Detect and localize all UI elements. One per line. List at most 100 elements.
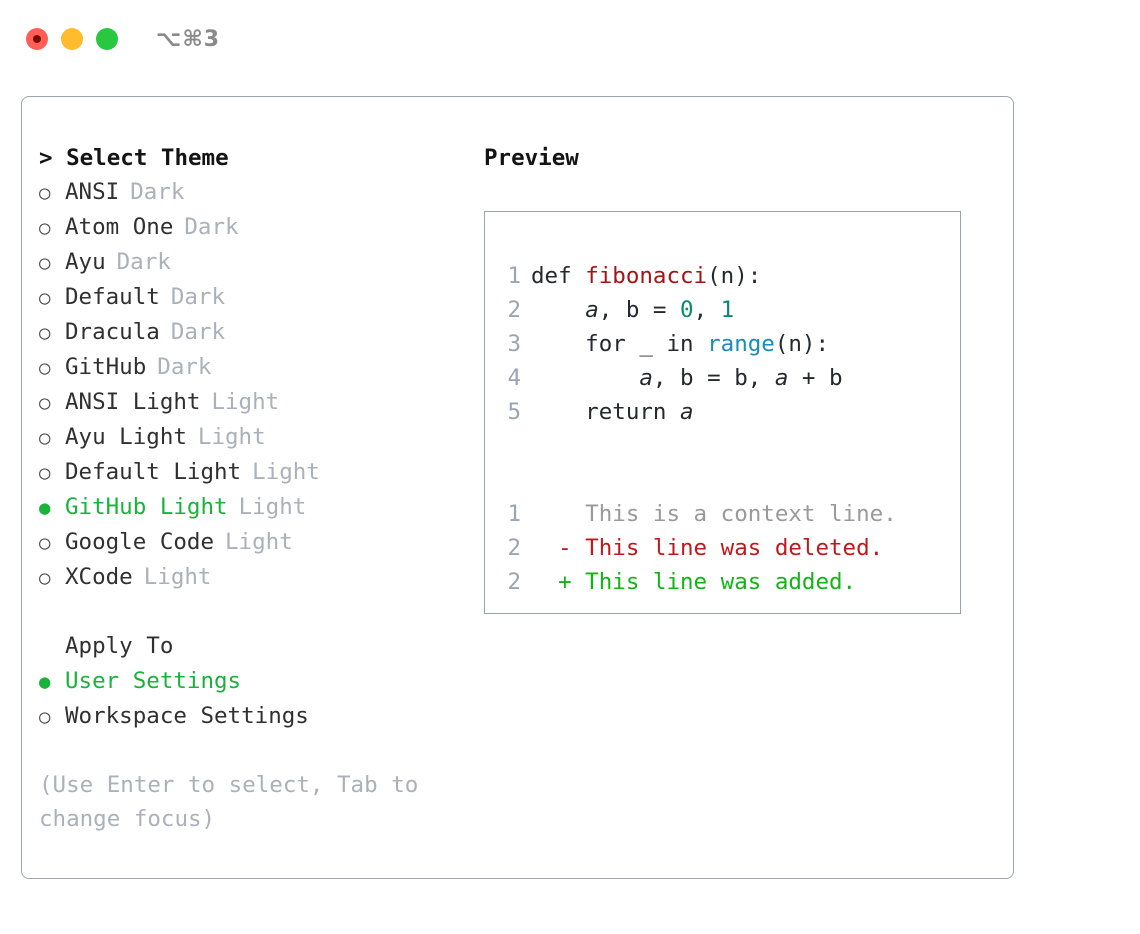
theme-option-variant-tag: Light bbox=[143, 564, 212, 590]
token-plain: , bbox=[693, 297, 721, 323]
theme-option-label: ANSI Light bbox=[65, 389, 201, 415]
line-number: 2 bbox=[507, 297, 521, 323]
spacer bbox=[39, 595, 484, 629]
line-number: 1 bbox=[507, 263, 521, 289]
radio-unselected-icon: ○ bbox=[39, 462, 51, 484]
radio-unselected-icon: ○ bbox=[39, 706, 51, 728]
apply-to-header-label: Apply To bbox=[65, 633, 174, 659]
token-plain: + b bbox=[788, 365, 843, 391]
theme-option-variant-tag: Dark bbox=[184, 214, 239, 240]
apply-to-option-label: User Settings bbox=[65, 668, 242, 694]
apply-to-header-row: Apply To bbox=[39, 629, 484, 664]
theme-option-label: GitHub bbox=[65, 354, 147, 380]
theme-option-variant-tag: Dark bbox=[157, 354, 212, 380]
radio-unselected-icon: ○ bbox=[39, 357, 51, 379]
line-number: 3 bbox=[507, 331, 521, 357]
code-line: 3 for _ in range(n): bbox=[485, 327, 960, 361]
code-line-content: def fibonacci(n): bbox=[531, 259, 761, 293]
theme-option-label: Ayu Light bbox=[65, 424, 187, 450]
line-number: 5 bbox=[507, 399, 521, 425]
apply-to-option-workspace-settings[interactable]: ○ Workspace Settings bbox=[39, 699, 484, 734]
theme-option-label: Default bbox=[65, 284, 160, 310]
token-var: a bbox=[774, 365, 789, 391]
titlebar: ⌥⌘3 bbox=[0, 0, 1140, 78]
close-button-icon[interactable] bbox=[26, 28, 48, 50]
code-diff-spacer bbox=[485, 429, 960, 463]
diff-line-content: This is a context line. bbox=[531, 501, 897, 527]
code-line: 1 def fibonacci(n): bbox=[485, 259, 960, 293]
token-plain: for _ in bbox=[531, 331, 708, 357]
token-fn: fibonacci bbox=[585, 263, 708, 289]
window-controls bbox=[26, 28, 118, 50]
token-var: a bbox=[680, 399, 694, 425]
diff-line-ctx: 1 This is a context line. bbox=[485, 497, 960, 531]
theme-option-label: Atom One bbox=[65, 214, 174, 240]
theme-option-ayu-light[interactable]: ○ Ayu Light Light bbox=[39, 420, 484, 455]
theme-option-label: ANSI bbox=[65, 179, 120, 205]
diff-sample: 1 This is a context line. 2 - This line w… bbox=[485, 497, 960, 599]
token-plain: (n): bbox=[774, 331, 830, 357]
theme-option-variant-tag: Light bbox=[238, 494, 307, 520]
theme-option-label: GitHub Light bbox=[65, 494, 228, 520]
apply-to-header-marker bbox=[39, 630, 65, 664]
theme-option-label: Dracula bbox=[65, 319, 160, 345]
theme-option-github-light[interactable]: ● GitHub Light Light bbox=[39, 490, 484, 525]
token-plain bbox=[531, 365, 639, 391]
theme-option-variant-tag: Light bbox=[197, 424, 266, 450]
theme-option-github[interactable]: ○ GitHub Dark bbox=[39, 350, 484, 385]
code-line-content: return a bbox=[531, 395, 694, 429]
radio-selected-icon: ● bbox=[39, 671, 51, 693]
code-line-content: a, b = b, a + b bbox=[531, 361, 843, 395]
keyboard-hint: (Use Enter to select, Tab to change focu… bbox=[39, 772, 432, 832]
theme-option-variant-tag: Light bbox=[225, 529, 293, 555]
diff-line-content: - This line was deleted. bbox=[531, 535, 884, 561]
apply-to-option-user-settings[interactable]: ● User Settings bbox=[39, 664, 484, 699]
theme-option-variant-tag: Dark bbox=[130, 179, 185, 205]
radio-unselected-icon: ○ bbox=[39, 287, 51, 309]
radio-unselected-icon: ○ bbox=[39, 532, 51, 554]
apply-to-list: ● User Settings ○ Workspace Settings bbox=[39, 664, 484, 734]
apply-to-option-label: Workspace Settings bbox=[65, 703, 309, 729]
token-var: a bbox=[585, 297, 599, 323]
code-line-content: for _ in range(n): bbox=[531, 327, 829, 361]
code-line: 4 a, b = b, a + b bbox=[485, 361, 960, 395]
minimize-button-icon[interactable] bbox=[61, 28, 83, 50]
radio-unselected-icon: ○ bbox=[39, 427, 51, 449]
token-plain bbox=[531, 297, 585, 323]
radio-selected-icon: ● bbox=[39, 497, 51, 519]
theme-option-ansi-light[interactable]: ○ ANSI Light Light bbox=[39, 385, 484, 420]
theme-option-variant-tag: Light bbox=[211, 389, 280, 415]
radio-unselected-icon: ○ bbox=[39, 567, 51, 589]
theme-option-google-code[interactable]: ○ Google Code Light bbox=[39, 525, 484, 560]
token-plain: return bbox=[531, 399, 681, 425]
diff-line-number: 2 bbox=[507, 569, 521, 595]
code-diff-spacer-2 bbox=[485, 463, 960, 497]
token-plain: (n): bbox=[707, 263, 762, 289]
token-var: a bbox=[639, 365, 653, 391]
line-number: 4 bbox=[507, 365, 521, 391]
radio-unselected-icon: ○ bbox=[39, 322, 51, 344]
radio-unselected-icon: ○ bbox=[39, 392, 51, 414]
diff-line-number: 2 bbox=[507, 535, 521, 561]
theme-option-label: Google Code bbox=[65, 529, 215, 555]
select-theme-header: > Select Theme bbox=[39, 145, 229, 171]
maximize-button-icon[interactable] bbox=[96, 28, 118, 50]
theme-option-label: Ayu bbox=[65, 249, 106, 275]
keyboard-shortcut-label: ⌥⌘3 bbox=[156, 26, 221, 52]
theme-option-variant-tag: Light bbox=[252, 459, 320, 485]
